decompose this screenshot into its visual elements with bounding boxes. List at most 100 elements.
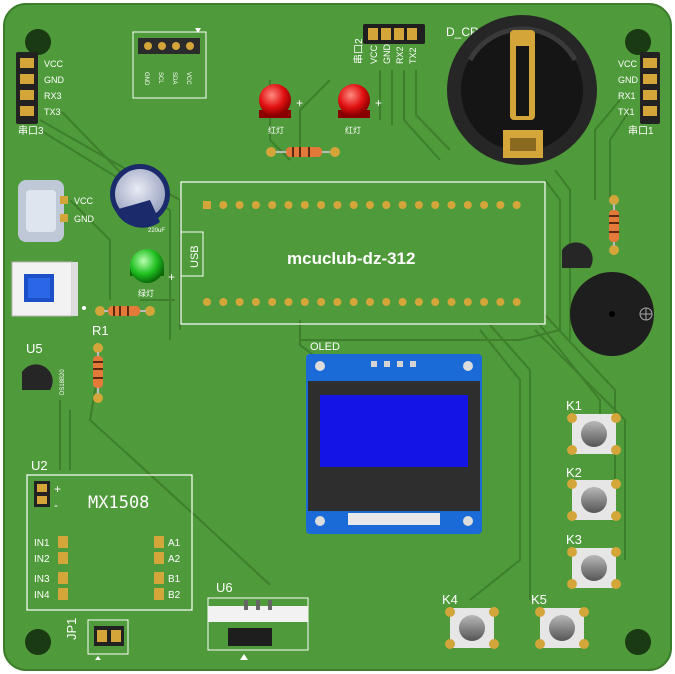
serial3-label: 串口3: [18, 125, 44, 137]
red-led-2: + 红灯: [338, 84, 382, 135]
serial1-pin-tx: TX1: [618, 107, 635, 117]
top4-pin-vcc: VCC: [185, 72, 191, 85]
serial1-header: VCC GND RX1 TX1 串口1: [618, 52, 660, 137]
module-pin-pad: [251, 298, 260, 306]
transistor: [562, 242, 593, 268]
button-k5[interactable]: K5: [531, 592, 589, 649]
module-pin-pad: [349, 201, 358, 209]
top4-pin-sda: SDA: [171, 72, 177, 84]
serial1-pin-vcc: VCC: [618, 59, 638, 69]
oled-ref: OLED: [310, 341, 340, 353]
module-pin-pad: [284, 298, 293, 306]
module-pin-pad: [414, 201, 423, 209]
serial3-pin-vcc: VCC: [44, 59, 64, 69]
board-label: mcuclub-dz-312: [287, 249, 415, 268]
u5-ref: U5: [26, 341, 43, 356]
serial1-label: 串口1: [628, 125, 654, 137]
serial2-header: VCC GND RX2 TX2 串口2: [353, 24, 425, 64]
r1-ref: R1: [92, 323, 109, 338]
module-pin-pad: [235, 298, 244, 306]
u2-motor-driver: U2 + - MX1508 IN1 IN2 IN3 IN4 A1 A2 B1 B…: [26, 458, 193, 611]
button-k2[interactable]: K2: [566, 465, 621, 521]
module-pin-pad: [496, 298, 505, 306]
green-led-label: 绿灯: [138, 288, 154, 298]
serial3-pin-gnd: GND: [44, 75, 65, 85]
serial2-pin-tx: TX2: [408, 47, 418, 64]
driver-b1: B1: [168, 574, 181, 585]
red-led-1: + 红灯: [259, 84, 303, 135]
module-pin-pad: [235, 201, 244, 209]
top4-pin-gnd: GND: [143, 72, 149, 86]
serial2-pin-gnd: GND: [382, 44, 392, 65]
serial3-header: VCC GND RX3 TX3 串口3: [16, 52, 65, 137]
module-pin-pad: [431, 298, 440, 306]
module-pin-pad: [463, 298, 472, 306]
module-pin-pad: [414, 298, 423, 306]
serial3-pin-rx: RX3: [44, 91, 62, 101]
usb-pin-gnd: GND: [74, 214, 95, 224]
module-pin-pad: [480, 298, 489, 306]
capacitor-value: 220uF: [148, 228, 165, 234]
k5-ref: K5: [531, 592, 547, 607]
u5-part: DS18B20: [60, 369, 66, 395]
module-pin-pad: [317, 201, 326, 209]
usb-pin-vcc: VCC: [74, 196, 94, 206]
top4-pin-scl: SCL: [157, 72, 163, 84]
module-pin-pad: [268, 298, 277, 306]
u6-ref: U6: [216, 580, 233, 595]
module-pin-pad: [366, 201, 374, 209]
driver-in4: IN4: [34, 590, 50, 601]
module-pin-pad: [333, 201, 342, 209]
green-led-plus: +: [168, 270, 175, 284]
module-pin-pad: [431, 201, 440, 209]
module-pin-pad: [382, 201, 391, 209]
driver-a1: A1: [168, 538, 181, 549]
module-pin-pad: [284, 201, 293, 209]
red-led-1-plus: +: [296, 96, 303, 110]
module-pin-pad: [300, 298, 309, 306]
module-usb-label: USB: [189, 245, 201, 268]
k2-ref: K2: [566, 465, 582, 480]
module-pin-pad: [251, 201, 260, 209]
driver-power-plus: +: [54, 482, 61, 496]
k1-ref: K1: [566, 398, 582, 413]
serial1-pin-gnd: GND: [618, 75, 639, 85]
button-k3[interactable]: K3: [566, 532, 621, 589]
jp1-ref: JP1: [64, 618, 79, 640]
module-pin-pad: [333, 298, 342, 306]
serial2-label: 串口2: [353, 38, 365, 64]
serial2-pin-vcc: VCC: [369, 44, 379, 64]
power-switch[interactable]: [11, 261, 86, 317]
mcu-module: USB mcuclub-dz-312: [180, 181, 546, 325]
module-pin-pad: [268, 201, 277, 209]
resistor-horizontal-power: [95, 306, 155, 316]
module-pin-pad: [300, 201, 309, 209]
module-pin-pad: [203, 298, 211, 306]
module-pin-pad: [203, 201, 211, 209]
pcb-substrate: [3, 3, 672, 671]
module-pin-pad: [219, 298, 228, 306]
driver-in1: IN1: [34, 538, 50, 549]
usb-c-connector: VCC GND: [18, 180, 95, 242]
driver-in2: IN2: [34, 554, 50, 565]
module-pin-pad: [447, 298, 456, 306]
button-k4[interactable]: K4: [442, 592, 499, 649]
button-k1[interactable]: K1: [566, 398, 621, 455]
u2-ref: U2: [31, 458, 48, 473]
cr1220-battery-holder: D_CR1220: [446, 15, 597, 165]
k3-ref: K3: [566, 532, 582, 547]
buzzer: [570, 272, 654, 356]
driver-in3: IN3: [34, 574, 50, 585]
serial3-pin-tx: TX3: [44, 107, 61, 117]
module-pin-pad: [496, 201, 505, 209]
module-pin-pad: [398, 201, 407, 209]
driver-chip: MX1508: [88, 493, 149, 513]
module-pin-pad: [447, 201, 456, 209]
u6-connector: U6: [207, 580, 309, 660]
green-led: + 绿灯: [130, 249, 175, 298]
k4-ref: K4: [442, 592, 458, 607]
top-4pin-header: GND SCL SDA VCC: [132, 28, 207, 99]
driver-a2: A2: [168, 554, 181, 565]
red-led-2-label: 红灯: [345, 125, 361, 135]
